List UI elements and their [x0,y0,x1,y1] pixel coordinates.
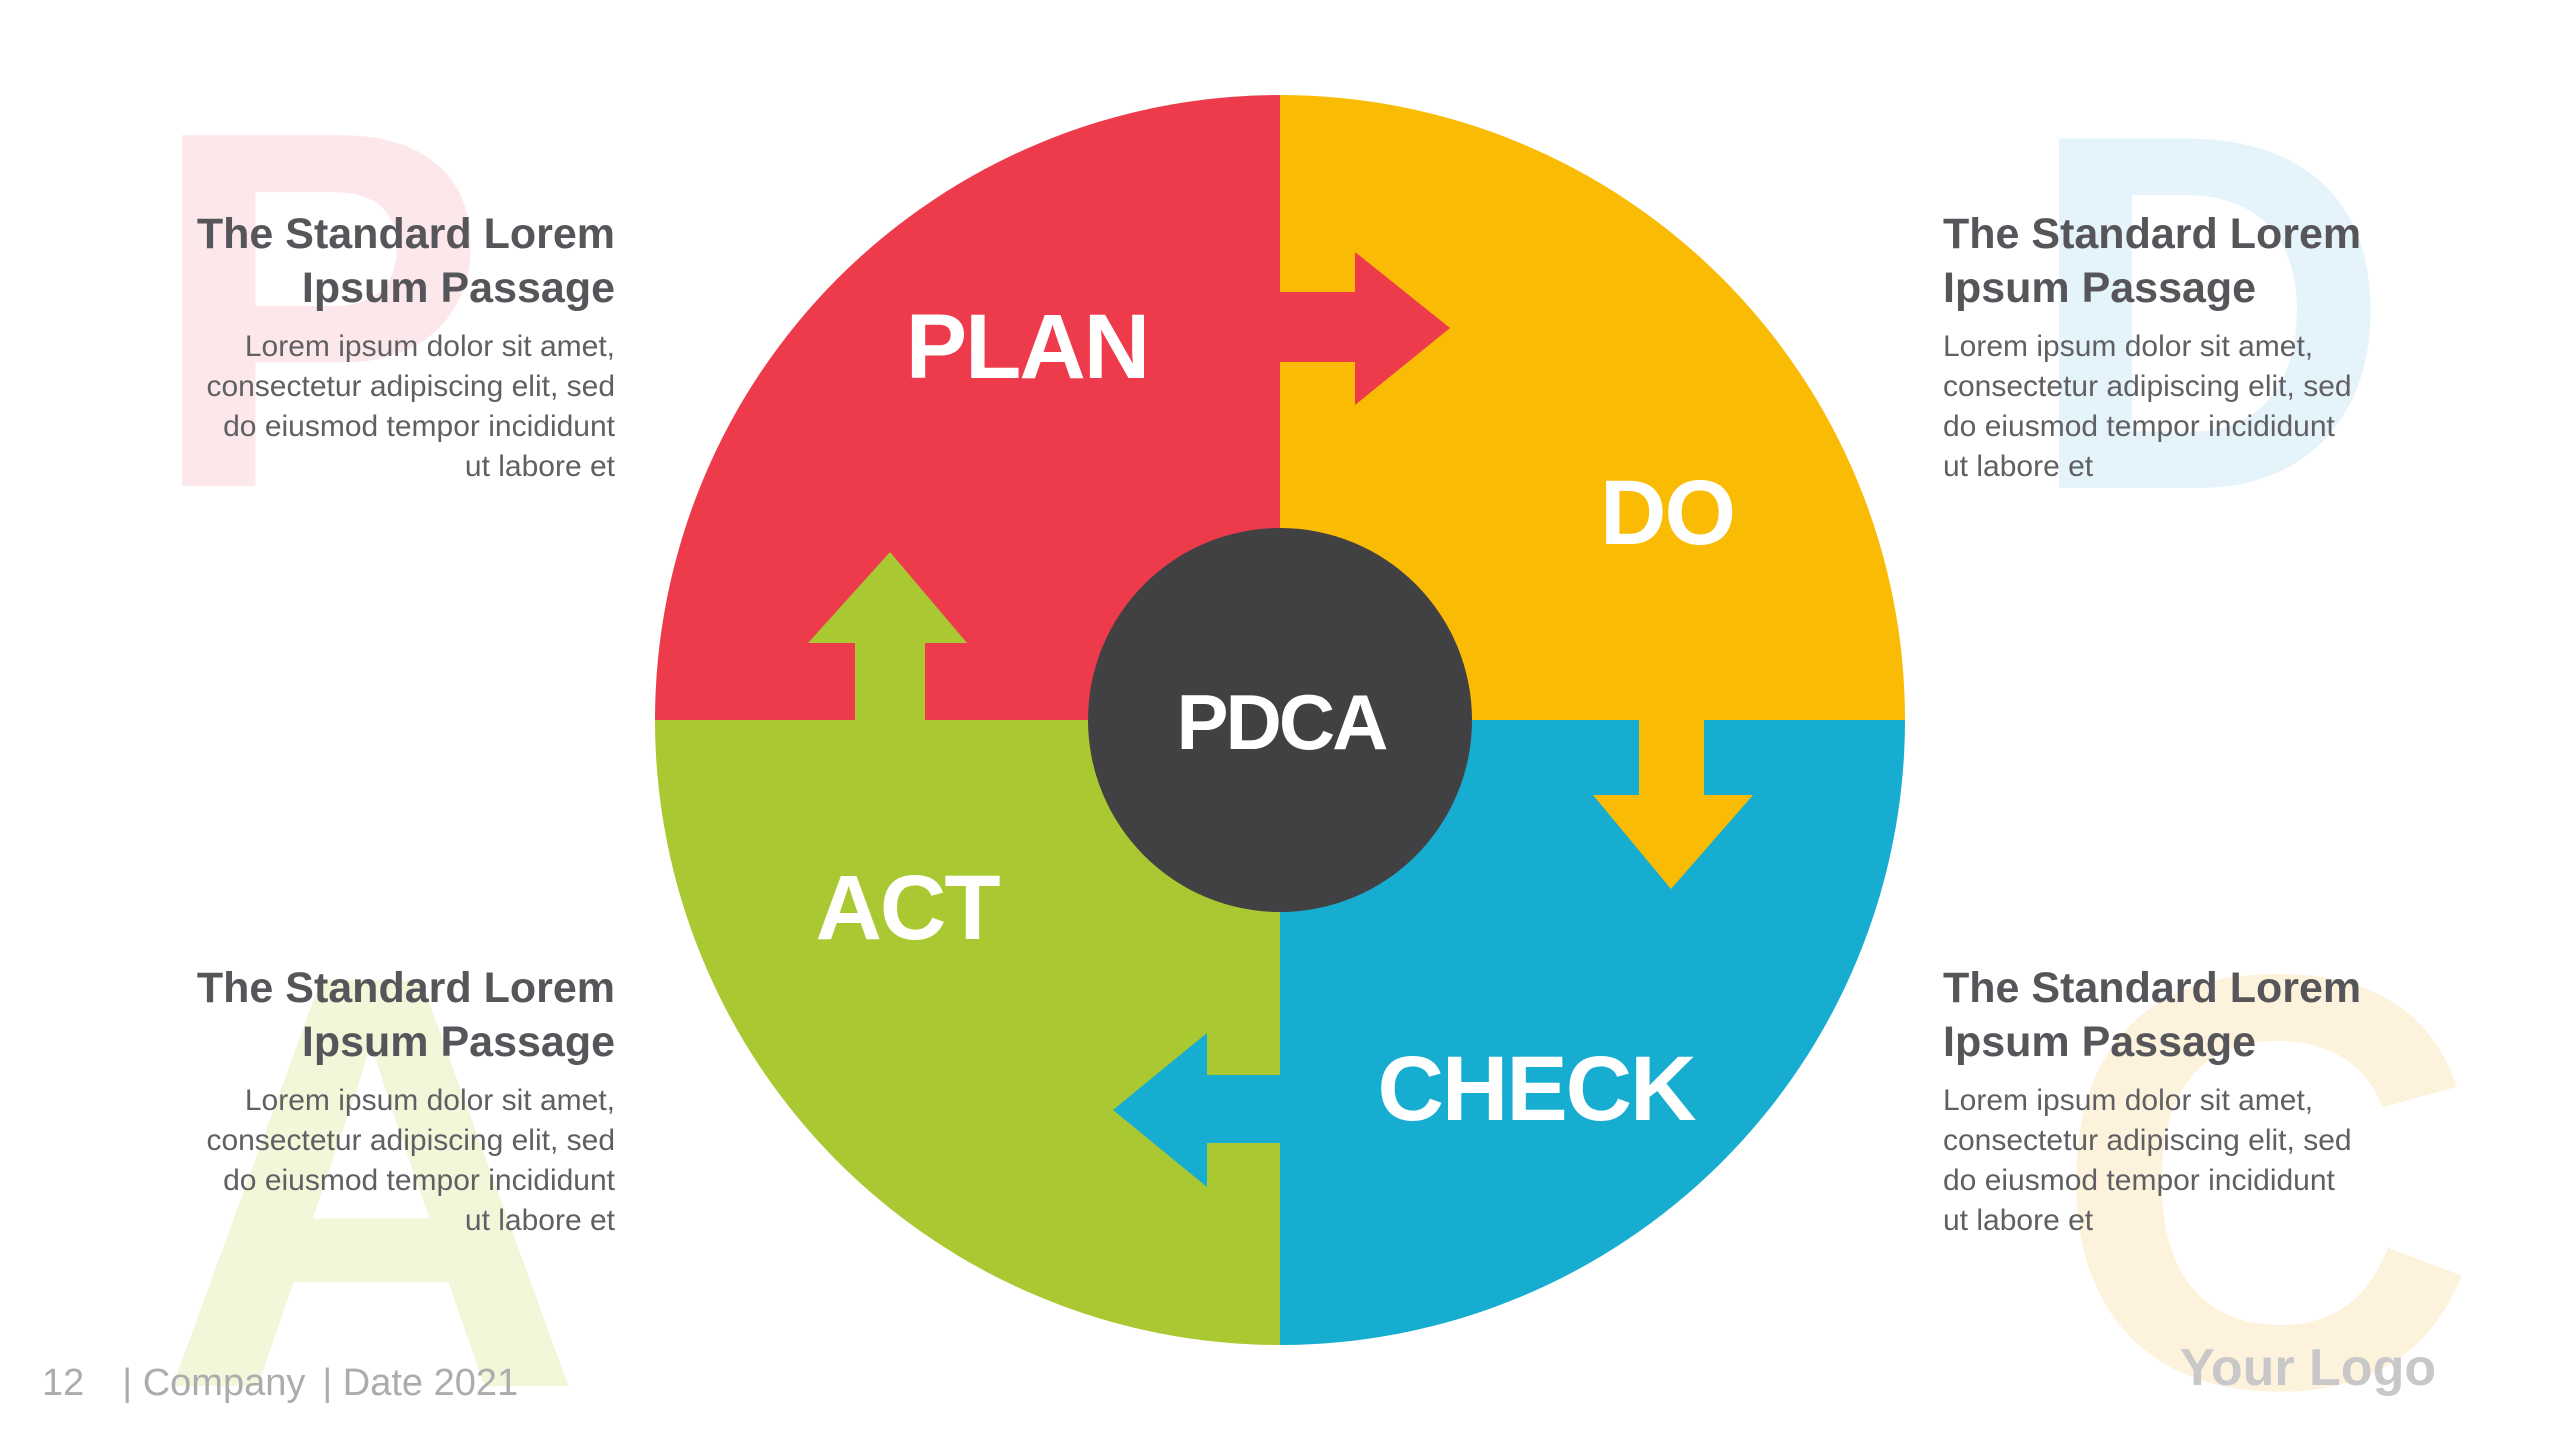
block-body: Lorem ipsum dolor sit amet, consectetur … [1943,1084,2352,1237]
plan-quadrant [655,95,1280,720]
act-to-plan-arrow-icon [808,552,967,720]
block-body: Lorem ipsum dolor sit amet, consectetur … [206,1084,615,1237]
text-block-top-right: The Standard Lorem Ipsum Passage Lorem i… [1943,207,2403,487]
watermark-letter-c: C [2052,853,2479,1440]
check-to-act-arrow-icon [1113,1033,1280,1187]
check-label: CHECK [1377,1038,1696,1140]
watermark-letter-p: P [148,25,489,595]
check-quadrant [1280,720,1905,1345]
text-block-top-left: The Standard Lorem Ipsum Passage Lorem i… [155,207,615,487]
do-to-check-arrow-icon [1593,720,1753,889]
block-heading: The Standard Lorem Ipsum Passage [1943,964,2362,1066]
block-body: Lorem ipsum dolor sit amet, consectetur … [206,330,615,483]
footer-company: | Company [122,1362,306,1404]
do-label: DO [1600,462,1734,564]
pdca-center-label: PDCA [1176,678,1387,766]
slide-footer: 12 | Company | Date 2021 [42,1362,518,1405]
block-heading: The Standard Lorem Ipsum Passage [1943,210,2362,312]
center-hub-circle [1088,528,1472,912]
act-label: ACT [815,857,1000,959]
watermark-letter-a: A [158,853,585,1440]
block-heading: The Standard Lorem Ipsum Passage [196,210,615,312]
footer-date: | Date 2021 [322,1362,519,1404]
page-number: 12 [42,1362,85,1404]
logo-placeholder: Your Logo [2180,1339,2437,1397]
plan-to-do-arrow-icon [1280,252,1450,405]
text-block-bottom-right: The Standard Lorem Ipsum Passage Lorem i… [1943,961,2403,1241]
text-block-bottom-left: The Standard Lorem Ipsum Passage Lorem i… [155,961,615,1241]
do-quadrant [1280,95,1905,720]
watermark-letter-d: D [2025,28,2392,596]
plan-label: PLAN [906,296,1148,398]
block-body: Lorem ipsum dolor sit amet, consectetur … [1943,330,2352,483]
act-quadrant [655,720,1280,1345]
block-heading: The Standard Lorem Ipsum Passage [196,964,615,1066]
